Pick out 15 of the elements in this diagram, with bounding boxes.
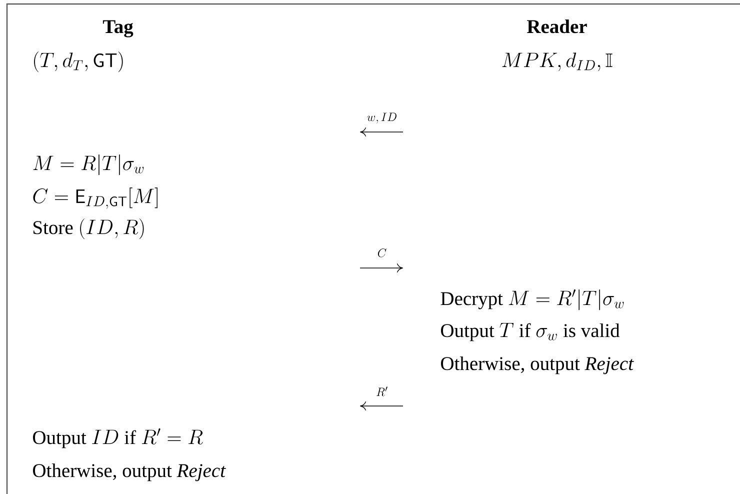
- protocol-step: Otherwise, output Reject: [33, 463, 226, 482]
- protocol-step: $\text{Store }(ID,R)$: [34, 218, 144, 240]
- protocol-step: $M=R|T|\sigma_w$: [33, 154, 144, 176]
- protocol-step: $\text{Decrypt }M=R'|T|\sigma_w$: [440, 289, 624, 310]
- message-label: $C$: [378, 248, 386, 258]
- message-label: $w,ID$: [367, 112, 396, 124]
- column-heading: Reader: [527, 19, 587, 34]
- key-formula: $(T,d_T,\mathsf{GT})$: [34, 51, 123, 72]
- protocol-step: $\text{Output }ID\text{ if }R'=R$: [33, 428, 203, 448]
- message-label: $R'$: [376, 386, 388, 396]
- key-formula: $MPK,d_{ID},\mathbb{I}$: [502, 52, 612, 71]
- protocol-step: $\text{Output }T\text{ if }\sigma_w\text{ is valid}$: [441, 322, 620, 342]
- protocol-step: Otherwise, output Reject: [441, 356, 634, 374]
- column-heading: Tag: [102, 20, 134, 38]
- protocol-step: $C=\mathsf{E}_{ID,\mathsf{GT}}[M]$: [33, 187, 158, 209]
